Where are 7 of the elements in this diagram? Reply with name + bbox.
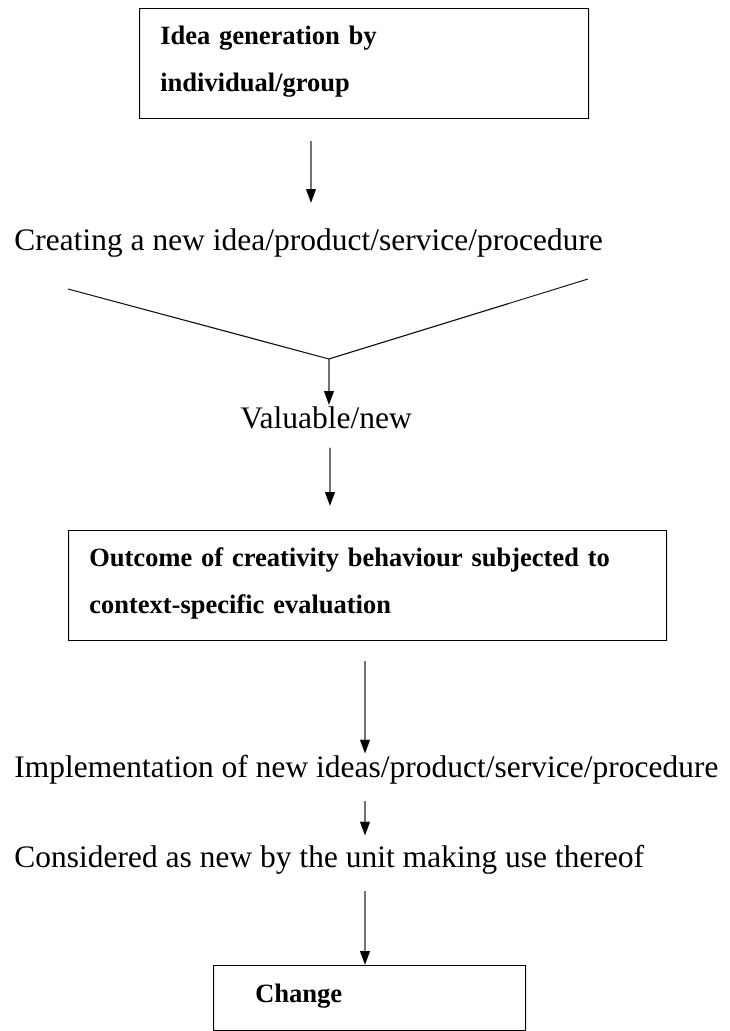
step-text: Valuable/new [240, 406, 412, 429]
step-text: Implementation of new ideas/product/service/procedure [15, 754, 718, 784]
process-box: Outcome of creativity behaviour subjected to context-specific evaluation [68, 530, 668, 642]
process-box: Change [213, 965, 527, 1031]
step-text: Considered as new by the unit making use thereof [15, 844, 645, 874]
process-box: Idea generation by individual/group [139, 8, 590, 120]
step-text: Creating a new idea/product/service/procedure [15, 228, 602, 257]
